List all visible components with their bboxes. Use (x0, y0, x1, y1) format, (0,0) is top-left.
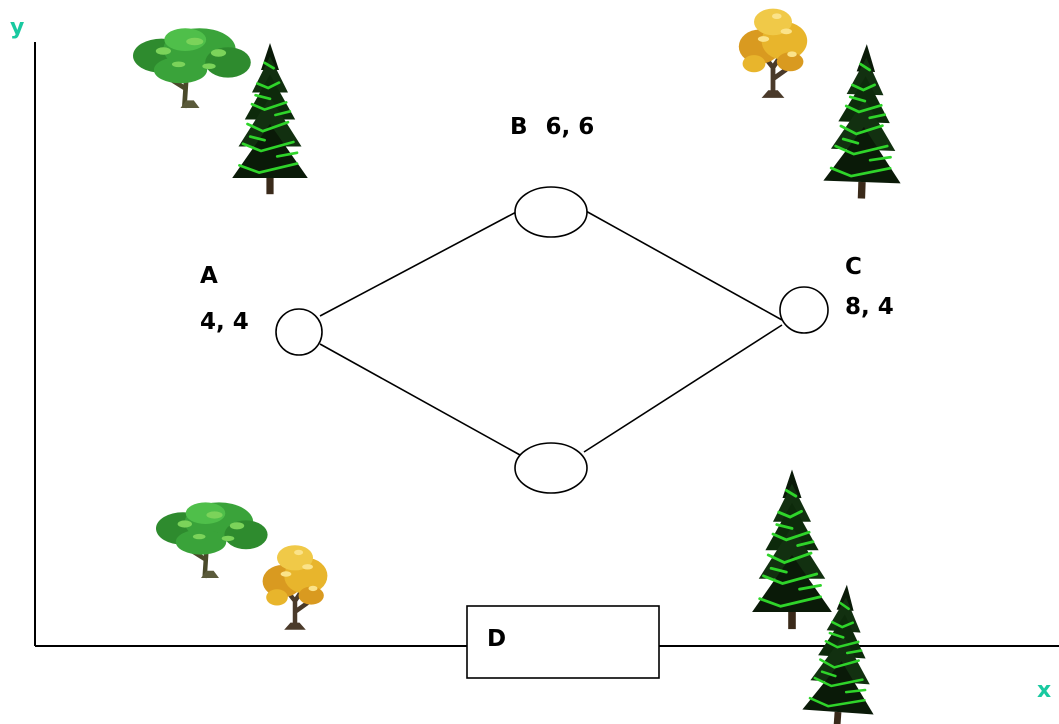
autumn-tree-bottom-left (263, 545, 328, 630)
edge-b-c (583, 209, 783, 321)
node-b-label: B 6, 6 (510, 114, 594, 140)
node-b (514, 186, 588, 238)
node-c-coords: 8, 4 (845, 294, 894, 320)
x-axis-label: x (1037, 678, 1051, 703)
box-d-label: D (487, 626, 506, 652)
edge-a-bottom (319, 343, 521, 456)
box-d (466, 605, 660, 679)
node-a-name: A (200, 263, 218, 289)
node-a-coords: 4, 4 (200, 309, 249, 335)
autumn-tree-top-right (739, 9, 807, 98)
pine-tree-top-right (821, 41, 907, 202)
edge-bottom-c (583, 324, 783, 453)
green-oak-tree-bottom-left (156, 502, 268, 578)
node-c-name: C (845, 254, 862, 280)
node-b-coords: 6, 6 (546, 114, 595, 140)
node-bottom (514, 442, 588, 494)
node-b-name: B (510, 114, 528, 140)
edge-a-b (319, 209, 521, 317)
pine-tree-bottom-right-back (750, 468, 834, 631)
y-axis-label: y (10, 15, 24, 40)
node-a (275, 308, 323, 356)
node-c (779, 286, 829, 334)
green-oak-tree-top-left (133, 28, 251, 108)
